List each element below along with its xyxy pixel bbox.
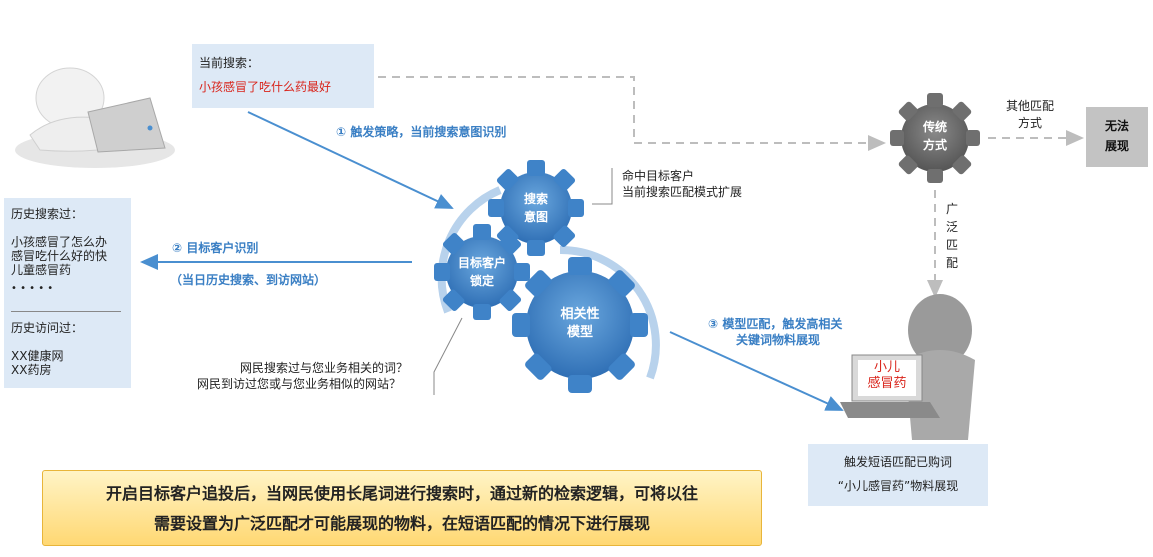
step1-label: ① 触发策略，当前搜索意图识别	[336, 125, 507, 139]
gear-target-lock	[434, 224, 530, 320]
step3-label-line2: 关键词物料展现	[736, 333, 821, 347]
result-line1: 触发短语匹配已购词	[843, 455, 952, 469]
summary-box: 开启目标客户追投后，当网民使用长尾词进行搜索时，通过新的检索逻辑，可将以往 需要…	[42, 470, 762, 546]
history-visit-label: 历史访问过：	[11, 321, 84, 335]
person-laptop-icon	[15, 67, 175, 168]
history-box: 历史搜索过： 小孩感冒了怎么办 感冒吃什么好的快 儿童感冒药 • • • • •…	[4, 198, 131, 388]
broad-match-label: 广泛 匹配	[946, 202, 959, 270]
current-search-label: 当前搜索：	[199, 56, 260, 70]
note-question2: 网民到访过您或与您业务相似的网站？	[197, 377, 402, 391]
history-search-label: 历史搜索过：	[11, 207, 84, 221]
history-divider	[11, 311, 121, 312]
summary-line2: 需要设置为广泛匹配才可能展现的物料，在短语匹配的情况下进行展现	[153, 514, 650, 533]
current-search-box: 当前搜索： 小孩感冒了吃什么药最好	[192, 44, 374, 108]
gear-relevance-model	[512, 257, 648, 393]
gear-target-lock-label: 目标客户锁定	[457, 256, 506, 288]
history-visit-item: XX药房	[11, 363, 52, 377]
other-match-label: 其他匹配方式	[1005, 99, 1054, 130]
step3-label-line1: ③ 模型匹配，触发高相关	[708, 317, 843, 331]
step2-label: ② 目标客户识别	[172, 241, 259, 255]
history-dots: • • • • •	[11, 283, 54, 294]
history-visit-item: XX健康网	[11, 349, 64, 363]
arrow-step3	[669, 331, 844, 411]
no-show-box: 无法展现	[1086, 107, 1148, 167]
gear-traditional	[890, 93, 980, 183]
laptop-screen-text: 小儿感冒药	[867, 360, 907, 391]
history-search-item: 儿童感冒药	[11, 263, 72, 277]
person-screen-icon	[840, 294, 975, 440]
current-search-query: 小孩感冒了吃什么药最好	[199, 80, 332, 94]
result-box: 触发短语匹配已购词 “小儿感冒药”物料展现	[808, 444, 988, 506]
summary-line1: 开启目标客户追投后，当网民使用长尾词进行搜索时，通过新的检索逻辑，可将以往	[105, 484, 698, 503]
gear-traditional-label: 传统方式	[922, 120, 947, 152]
history-search-item: 小孩感冒了怎么办	[11, 235, 108, 249]
gear-relevance-model-label: 相关性模型	[560, 307, 600, 340]
dashed-route-to-traditional	[378, 76, 886, 151]
note-question1: 网民搜索过与您业务相关的词？	[240, 361, 409, 375]
step2-sub-label: （当日历史搜索、到访网站）	[170, 273, 327, 287]
result-line2: “小儿感冒药”物料展现	[837, 479, 959, 493]
note-hit-line2: 当前搜索匹配模式扩展	[622, 185, 743, 199]
history-search-item: 感冒吃什么好的快	[11, 249, 108, 263]
note-hit-line1: 命中目标客户	[622, 169, 695, 183]
gear-search-intent-label: 搜索意图	[523, 192, 548, 224]
gear-search-intent	[488, 160, 584, 256]
arrow-step1	[247, 111, 454, 209]
